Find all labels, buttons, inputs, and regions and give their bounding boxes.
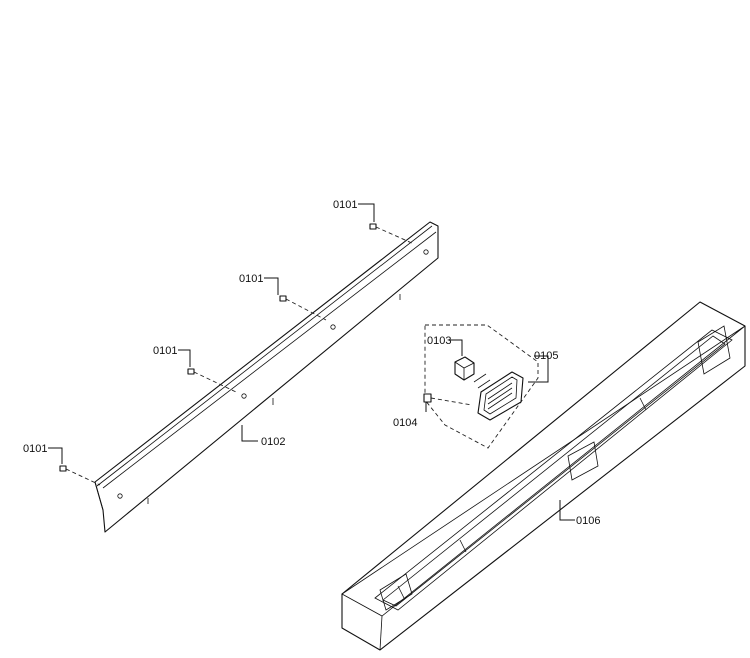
knob-0103 [454, 356, 475, 381]
screw-0101-a [369, 223, 415, 245]
mounting-rail-0102 [94, 221, 439, 533]
rail-hole [241, 393, 247, 399]
screw-0104 [423, 393, 473, 406]
label-0101: 0101 [153, 345, 177, 357]
display-window [379, 573, 413, 611]
screw-0101-c [187, 368, 237, 393]
label-0102: 0102 [261, 436, 285, 448]
label-0101: 0101 [239, 273, 263, 285]
label-0105: 0105 [534, 350, 558, 362]
label-0101: 0101 [333, 199, 357, 211]
label-0104: 0104 [393, 417, 417, 429]
label-0101: 0101 [23, 443, 47, 455]
screw-0101-b [279, 295, 327, 321]
rail-hole [423, 249, 429, 255]
label-0106: 0106 [576, 515, 600, 527]
rail-hole [117, 493, 123, 499]
display-window [697, 325, 731, 375]
leader-lines [48, 203, 575, 521]
screw-0101-d [59, 465, 101, 486]
label-0103: 0103 [427, 335, 451, 347]
display-window [567, 441, 599, 481]
module-group-outline [424, 324, 539, 449]
front-panel-0106 [341, 301, 746, 651]
rail-hole [330, 324, 336, 330]
control-module-0105 [473, 371, 524, 421]
